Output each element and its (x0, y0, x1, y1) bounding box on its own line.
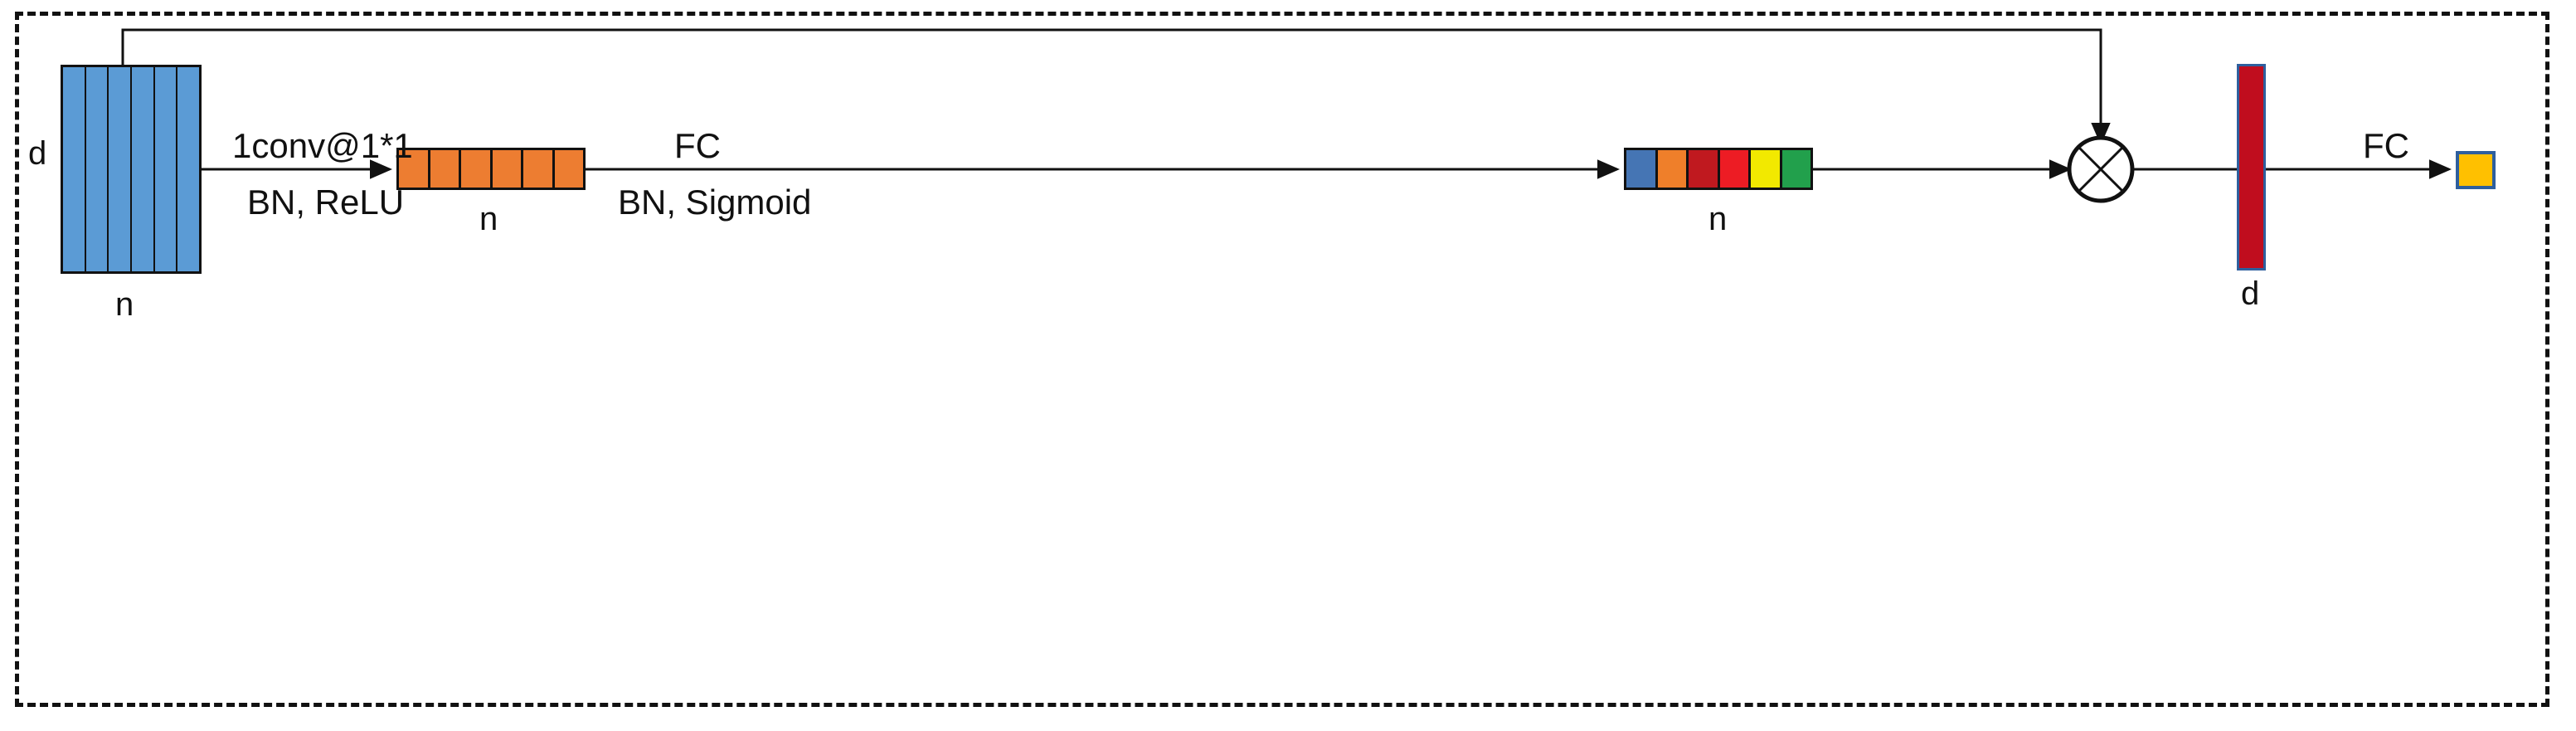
vector-cell (430, 150, 461, 188)
attention-cell (1626, 150, 1658, 188)
edge-label-bn-relu: BN, ReLU (247, 183, 405, 222)
vector-cell (492, 150, 523, 188)
edge-label-bn-sigmoid: BN, Sigmoid (618, 183, 812, 222)
attention-weights-vector (1624, 148, 1813, 190)
vector-cell (399, 150, 430, 188)
input-col-dimension-label: n (115, 286, 134, 323)
conv-output-dimension-label: n (479, 201, 498, 237)
edge-label-fc-second: FC (2363, 126, 2409, 165)
attention-cell (1751, 150, 1782, 188)
matrix-column (132, 67, 155, 271)
edge-label-conv: 1conv@1*1 (232, 126, 413, 165)
matrix-column (109, 67, 133, 271)
conv-output-vector (396, 148, 586, 190)
output-dimension-label: d (2241, 275, 2260, 312)
weighted-output-column (2237, 64, 2266, 270)
vector-cell (461, 150, 493, 188)
module-boundary-frame (15, 12, 2549, 707)
edge-label-fc-first: FC (674, 126, 721, 165)
vector-cell (554, 150, 583, 188)
attention-cell (1689, 150, 1720, 188)
attention-cell (1657, 150, 1689, 188)
vector-cell (523, 150, 555, 188)
attention-dimension-label: n (1708, 201, 1728, 237)
final-embedding-square (2456, 151, 2496, 189)
matrix-column (177, 67, 200, 271)
attention-cell (1781, 150, 1810, 188)
matrix-column (85, 67, 109, 271)
matrix-column (63, 67, 86, 271)
input-row-dimension-label: d (28, 135, 47, 172)
input-feature-matrix (61, 65, 202, 274)
attention-cell (1719, 150, 1751, 188)
matrix-column (154, 67, 178, 271)
